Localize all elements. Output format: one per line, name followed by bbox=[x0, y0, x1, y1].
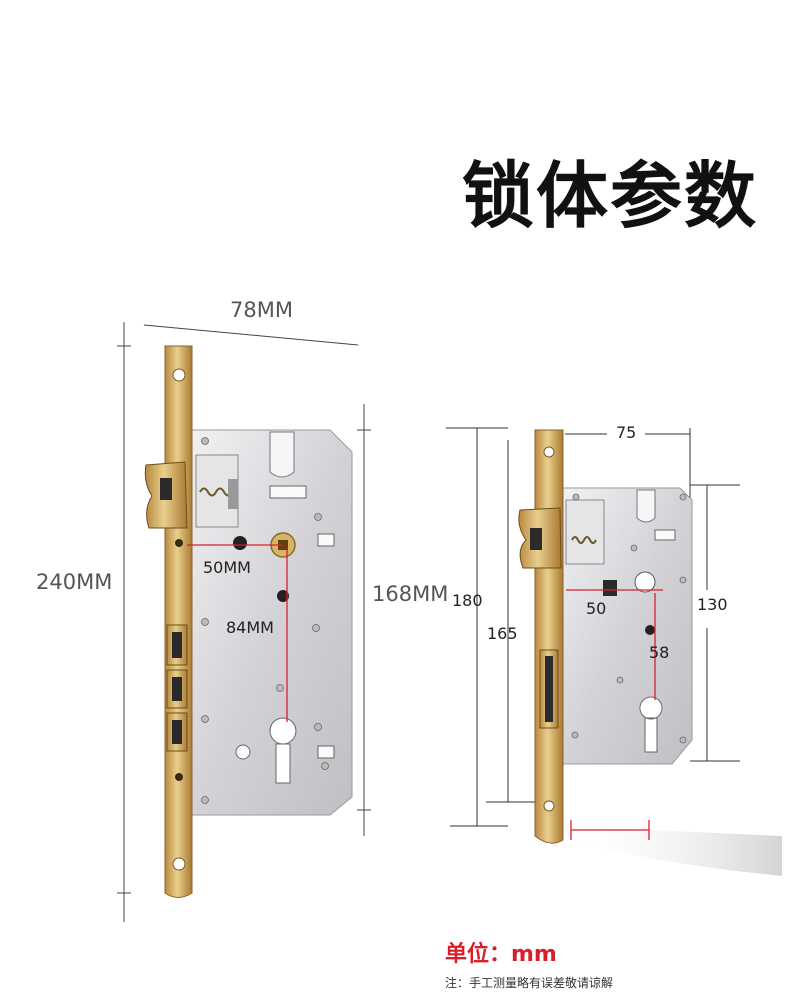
page-title: 锁体参数 bbox=[462, 154, 759, 238]
left-center-label: 84MM bbox=[226, 618, 274, 637]
right-backset-label: 50 bbox=[586, 599, 607, 618]
right-width-label: 75 bbox=[616, 423, 637, 442]
right-lock bbox=[446, 427, 782, 876]
measurement-note: 注：手工测量略有误差敬请谅解 bbox=[445, 976, 614, 990]
left-width-label: 78MM bbox=[230, 298, 293, 322]
left-backset-label: 50MM bbox=[203, 558, 251, 577]
left-height-label: 240MM bbox=[36, 570, 113, 594]
right-faceplate-height-label: 180 bbox=[452, 591, 483, 610]
right-body-outer-height-label: 165 bbox=[487, 624, 518, 643]
left-body-height-label: 168MM bbox=[372, 582, 449, 606]
right-center-label: 58 bbox=[649, 643, 670, 662]
left-lock bbox=[117, 322, 371, 922]
unit-label: 单位：mm bbox=[445, 942, 557, 967]
right-body-height-label: 130 bbox=[697, 595, 728, 614]
